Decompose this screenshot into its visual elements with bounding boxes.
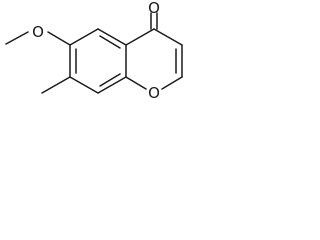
bond-c8-c7 <box>69 76 99 94</box>
bond-c2-ring-oxygen <box>161 76 183 90</box>
carbonyl-oxygen-label: O <box>148 0 160 17</box>
bond-c4-c3 <box>153 28 183 46</box>
chemical-structure-diagram: O O O <box>5 0 183 102</box>
bond-c5-c4a <box>97 28 127 46</box>
bond-c4a-c4 <box>125 28 155 46</box>
bond-ring-oxygen-c8a <box>125 76 147 90</box>
methyl-to-methoxy-oxygen-bond <box>5 31 29 45</box>
bond-c6-c5 <box>69 28 99 46</box>
methyl-bond <box>41 76 71 94</box>
bond-c8a-c8-inner <box>99 73 121 87</box>
bond-c5-c4a-inner <box>99 35 121 49</box>
bond-c8a-c8 <box>97 76 127 94</box>
methoxy-oxygen-to-ring-bond <box>47 31 71 46</box>
methoxy-oxygen-label: O <box>32 23 44 41</box>
ring-oxygen-label: O <box>148 84 160 102</box>
